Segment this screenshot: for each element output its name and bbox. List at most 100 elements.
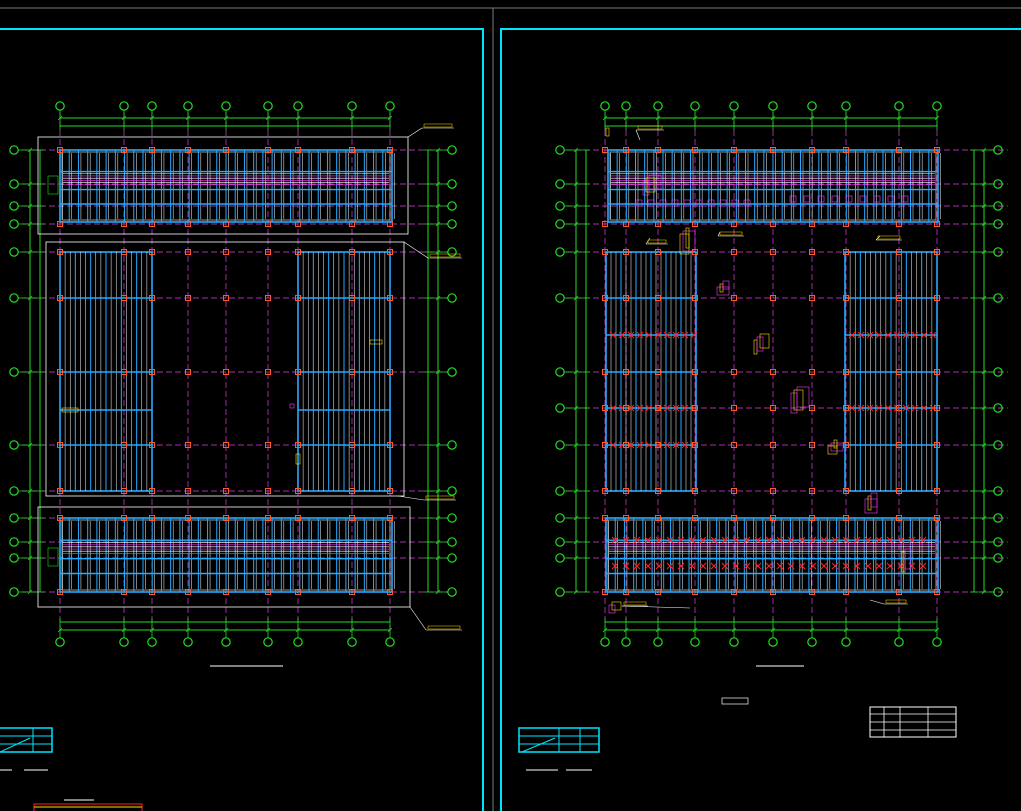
- rebar-mark: [636, 404, 644, 412]
- rebar-mark: [842, 536, 850, 544]
- callout-leader: [403, 241, 429, 259]
- dimension-tick: [602, 627, 608, 633]
- column-marker: [149, 147, 155, 153]
- rebar-mark: [754, 536, 762, 544]
- column-marker: [185, 488, 191, 494]
- column-marker: [223, 147, 229, 153]
- column-marker: [121, 221, 127, 227]
- dimension-tick: [57, 627, 63, 633]
- rebar-mark: [633, 562, 641, 570]
- rebar-mark: [765, 536, 773, 544]
- rebar-mark: [611, 536, 619, 544]
- annotation-tag: [859, 195, 867, 203]
- column-marker: [809, 488, 815, 494]
- column-marker: [692, 488, 698, 494]
- column-marker: [731, 147, 737, 153]
- column-marker: [602, 488, 608, 494]
- rebar-mark: [672, 331, 680, 339]
- dimension-tick: [573, 369, 579, 375]
- annotation-tag: [683, 199, 691, 207]
- column-marker: [809, 249, 815, 255]
- rebar-mark: [663, 441, 671, 449]
- region-outline-frame: [37, 506, 411, 608]
- dimension-tick: [981, 181, 987, 187]
- dimension-tick: [573, 589, 579, 595]
- column-marker: [655, 515, 661, 521]
- rebar-mark: [787, 562, 795, 570]
- column-marker: [623, 295, 629, 301]
- column-marker: [149, 369, 155, 375]
- rebar-mark: [609, 404, 617, 412]
- rebar-mark: [911, 331, 919, 339]
- column-marker: [934, 221, 940, 227]
- column-marker: [602, 295, 608, 301]
- dimension-tick: [149, 627, 155, 633]
- left-titleblock: [0, 727, 53, 771]
- rebar-mark: [875, 536, 883, 544]
- rebar-mark: [732, 536, 740, 544]
- column-marker: [623, 488, 629, 494]
- dimension-tick: [27, 369, 33, 375]
- rebar-mark: [609, 441, 617, 449]
- column-marker: [731, 369, 737, 375]
- column-marker: [623, 147, 629, 153]
- rebar-mark: [857, 404, 865, 412]
- column-marker: [934, 369, 940, 375]
- rebar-mark: [743, 562, 751, 570]
- annotation-tag: [635, 199, 643, 207]
- rebar-mark: [655, 536, 663, 544]
- callout-leader: [717, 231, 721, 237]
- left-detail-strip: [33, 803, 143, 811]
- column-marker: [295, 515, 301, 521]
- column-marker: [843, 369, 849, 375]
- dimension-tick: [27, 589, 33, 595]
- rebar-mark: [754, 562, 762, 570]
- dimension-tick: [809, 627, 815, 633]
- rebar-mark: [609, 331, 617, 339]
- dimension-tick: [731, 115, 737, 121]
- column-marker: [57, 442, 63, 448]
- column-marker: [809, 295, 815, 301]
- column-marker: [295, 589, 301, 595]
- dimension-tick: [573, 203, 579, 209]
- dimension-tick: [896, 627, 902, 633]
- column-marker: [623, 405, 629, 411]
- dimension-tick: [27, 539, 33, 545]
- column-marker: [655, 442, 661, 448]
- left-titleblock-box: [0, 727, 53, 753]
- column-marker: [387, 589, 393, 595]
- rebar-mark: [663, 404, 671, 412]
- rebar-mark: [611, 562, 619, 570]
- annotation-tag: [887, 195, 895, 203]
- annotation-tag: [789, 195, 797, 203]
- rebar-mark: [886, 536, 894, 544]
- right-titleblock: [518, 727, 600, 771]
- rebar-mark: [721, 536, 729, 544]
- callout-text-block: [429, 253, 461, 258]
- dimension-tick: [602, 115, 608, 121]
- column-marker: [692, 405, 698, 411]
- callout-text-block: [719, 231, 743, 236]
- rebar-mark: [798, 562, 806, 570]
- dimension-tick: [655, 115, 661, 121]
- column-marker: [57, 221, 63, 227]
- column-marker: [349, 221, 355, 227]
- dimension-tick: [185, 115, 191, 121]
- column-marker: [896, 442, 902, 448]
- column-marker: [809, 515, 815, 521]
- column-marker: [223, 442, 229, 448]
- column-marker: [770, 369, 776, 375]
- column-marker: [387, 221, 393, 227]
- column-marker: [602, 442, 608, 448]
- left-annotations: [37, 123, 462, 631]
- column-marker: [896, 147, 902, 153]
- rebar-mark: [627, 331, 635, 339]
- dimension-tick: [623, 627, 629, 633]
- dimension-tick: [573, 555, 579, 561]
- dimension-tick: [770, 627, 776, 633]
- rebar-mark: [848, 331, 856, 339]
- column-marker: [623, 589, 629, 595]
- rebar-mark: [866, 331, 874, 339]
